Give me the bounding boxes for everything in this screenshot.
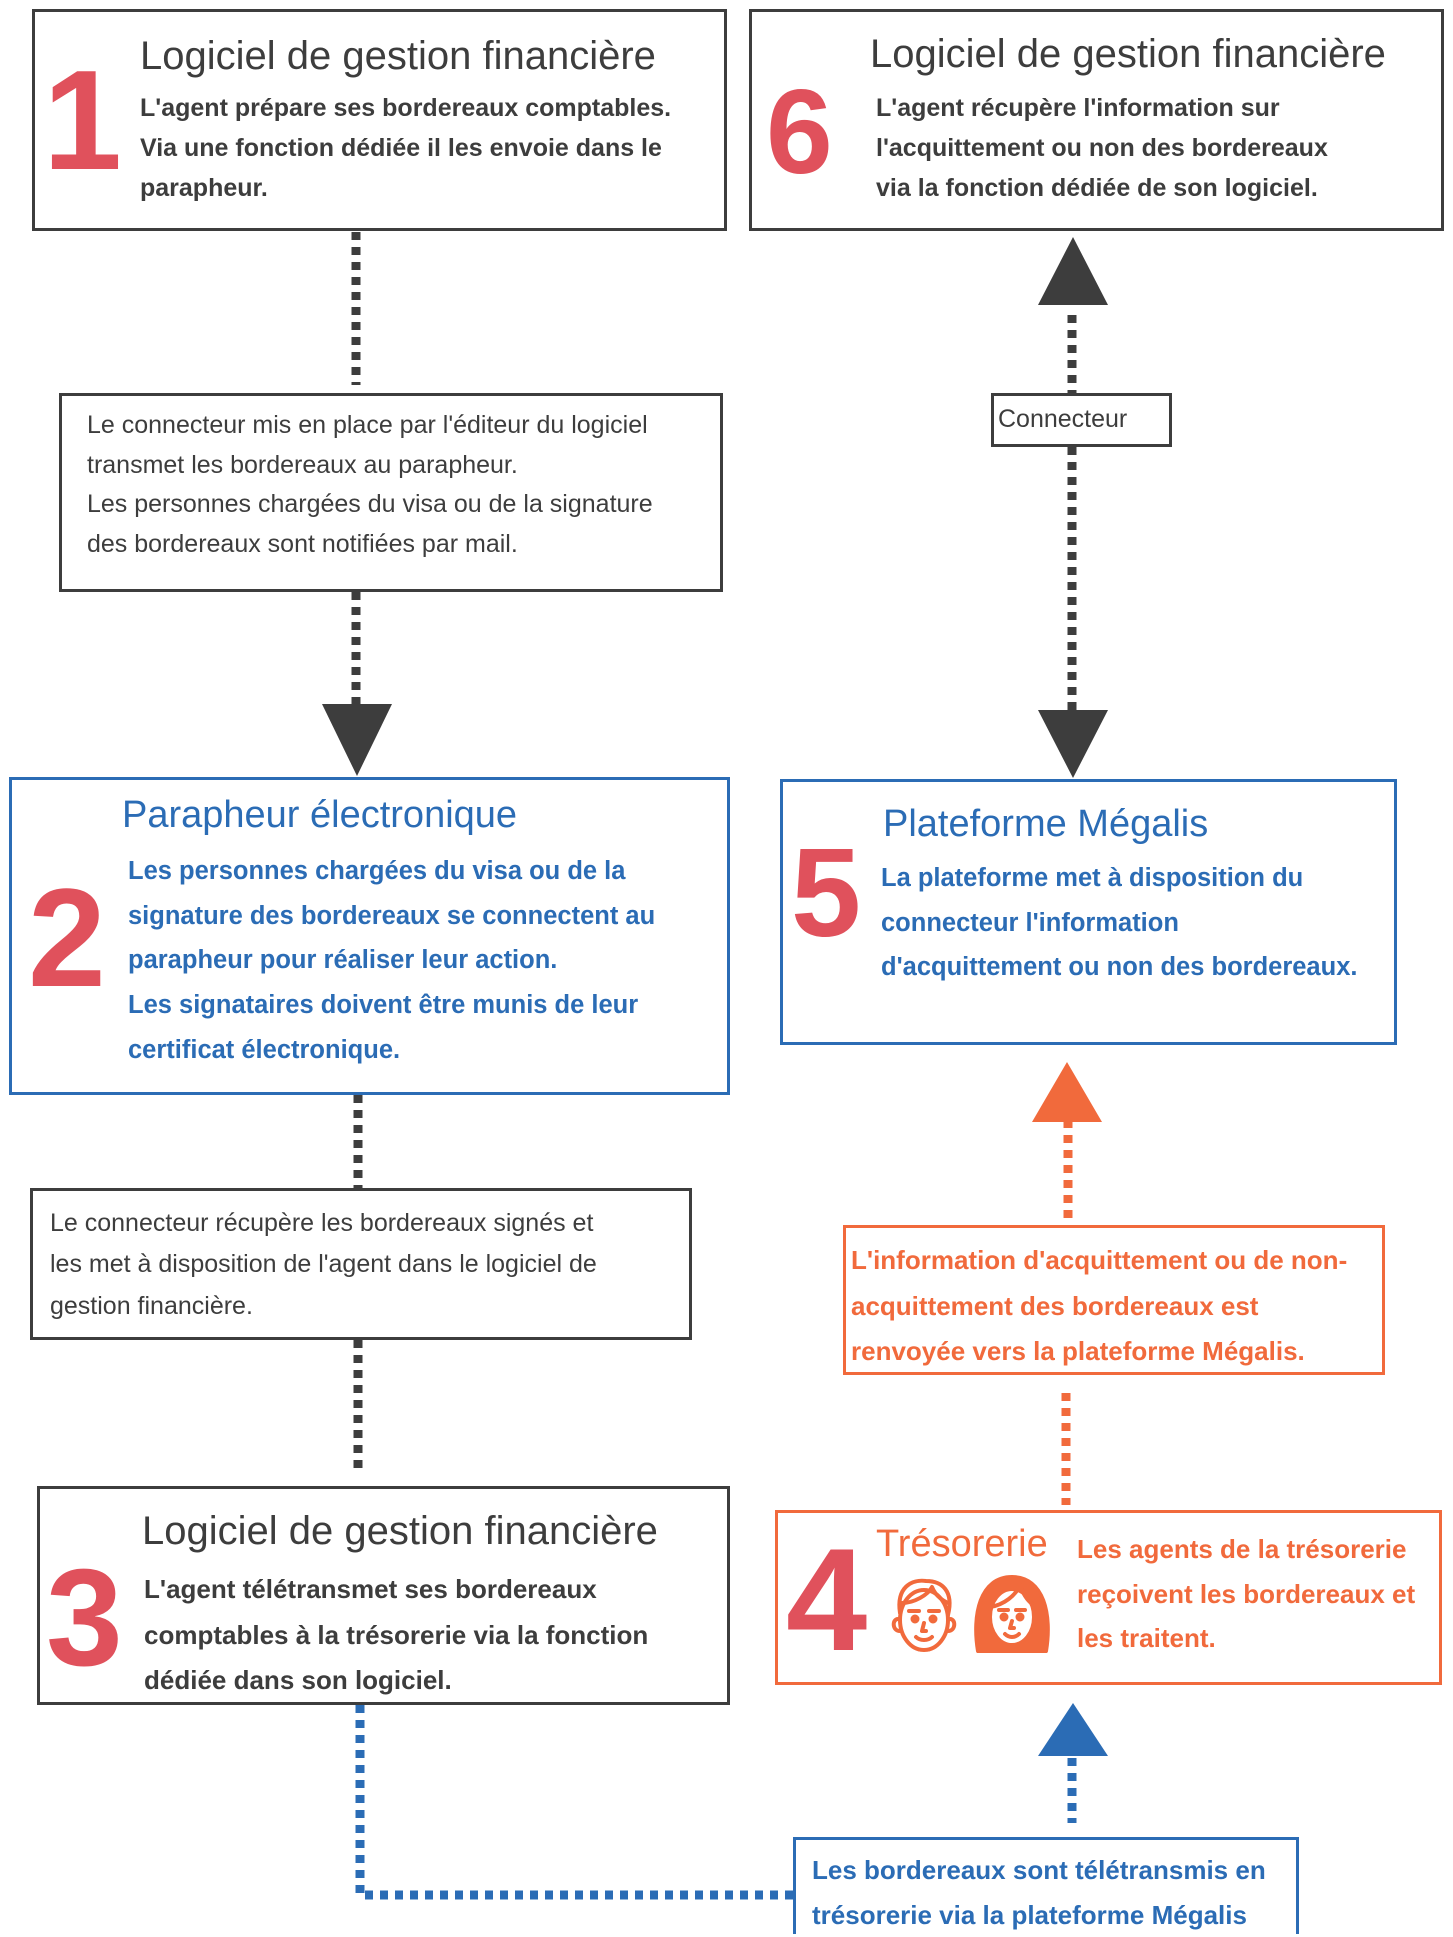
connector-1-2-line: des bordereaux sont notifiées par mail. bbox=[87, 529, 518, 558]
step-2-number: 2 bbox=[28, 859, 106, 1016]
arrow-down-to-step-2 bbox=[322, 704, 392, 776]
step-4-line: Les agents de la trésorerie bbox=[1077, 1534, 1407, 1564]
connector-1-2-line: Le connecteur mis en place par l'éditeur… bbox=[87, 411, 648, 439]
step-6-line: L'agent récupère l'information sur bbox=[876, 94, 1280, 122]
step-2-text: Les personnes chargées du visa ou de la … bbox=[128, 849, 655, 1072]
connector-line-3 bbox=[355, 1705, 793, 1900]
step-5-line: connecteur l'information bbox=[881, 908, 1179, 937]
connector-3-4-text: Les bordereaux sont télétransmis en trés… bbox=[812, 1848, 1266, 1937]
connector-4-5-line: acquittement des bordereaux est bbox=[851, 1290, 1259, 1321]
connector-4-5-text: L'information d'acquittement ou de non- … bbox=[851, 1238, 1347, 1375]
step-5-text: La plateforme met à disposition du conne… bbox=[881, 856, 1357, 990]
step-3-text: L'agent télétransmet ses bordereaux comp… bbox=[144, 1567, 648, 1704]
step-6-title: Logiciel de gestion financière bbox=[870, 32, 1386, 76]
step-1-title: Logiciel de gestion financière bbox=[140, 34, 656, 78]
connector-4-5-line: renvoyée vers la plateforme Mégalis. bbox=[851, 1336, 1305, 1366]
step-1-text: L'agent prépare ses bordereaux comptable… bbox=[140, 88, 671, 208]
step-5-title: Plateforme Mégalis bbox=[883, 803, 1209, 845]
connector-box-4-5: L'information d'acquittement ou de non- … bbox=[843, 1225, 1385, 1375]
step-4-number: 4 bbox=[786, 1518, 868, 1681]
connector-2-3-text: Le connecteur récupère les bordereaux si… bbox=[50, 1203, 597, 1327]
female-agent-face-icon bbox=[974, 1575, 1050, 1653]
step-3-line: comptables à la trésorerie via la foncti… bbox=[144, 1619, 649, 1650]
step-4-text: Les agents de la trésorerie reçoivent le… bbox=[1077, 1527, 1415, 1661]
step-4-line: les traitent. bbox=[1077, 1623, 1216, 1654]
connector-3-4-line: Les bordereaux sont télétransmis en bbox=[812, 1855, 1266, 1885]
step-6-number: 6 bbox=[766, 65, 833, 199]
connector-1-2-text: Le connecteur mis en place par l'éditeur… bbox=[87, 406, 653, 564]
arrow-up-to-step-6 bbox=[1038, 237, 1108, 305]
connector-1-2-line: Les personnes chargées du visa ou de la … bbox=[87, 490, 653, 518]
connector-4-5-line: L'information d'acquittement ou de non- bbox=[851, 1245, 1348, 1275]
step-1-line: Via une fonction dédiée il les envoie da… bbox=[140, 134, 662, 162]
step-6-line: via la fonction dédiée de son logiciel. bbox=[876, 174, 1318, 202]
step-2-line: parapheur pour réaliser leur action. bbox=[128, 946, 558, 975]
step-3-number: 3 bbox=[46, 1541, 123, 1695]
connector-box-2-3: Le connecteur récupère les bordereaux si… bbox=[30, 1188, 692, 1340]
step-1-number: 1 bbox=[43, 41, 122, 200]
step-1-line: parapheur. bbox=[140, 174, 268, 202]
step-3-box: 3 Logiciel de gestion financière L'agent… bbox=[37, 1486, 730, 1705]
connector-5-6-text: Connecteur bbox=[998, 405, 1128, 433]
step-2-line: Les signataires doivent être munis de le… bbox=[128, 990, 639, 1019]
step-2-line: Les personnes chargées du visa ou de la bbox=[128, 857, 626, 885]
step-5-number: 5 bbox=[791, 822, 862, 963]
step-3-title: Logiciel de gestion financière bbox=[142, 1509, 658, 1553]
connector-2-3-line: les met à disposition de l'agent dans le… bbox=[50, 1250, 597, 1279]
arrow-up-to-step-4 bbox=[1038, 1703, 1108, 1756]
connector-label-5-6: Connecteur bbox=[991, 393, 1172, 447]
male-agent-face-icon bbox=[891, 1578, 957, 1652]
step-6-box: 6 Logiciel de gestion financière L'agent… bbox=[749, 9, 1444, 231]
step-5-box: 5 Plateforme Mégalis La plateforme met à… bbox=[780, 779, 1397, 1045]
connector-2-3-line: Le connecteur récupère les bordereaux si… bbox=[50, 1209, 594, 1237]
arrow-down-to-step-5 bbox=[1038, 710, 1108, 778]
step-4-title: Trésorerie bbox=[876, 1523, 1048, 1565]
step-4-line: reçoivent les bordereaux et bbox=[1077, 1578, 1416, 1609]
connector-box-3-4: Les bordereaux sont télétransmis en trés… bbox=[793, 1837, 1299, 1934]
step-6-line: l'acquittement ou non des bordereaux bbox=[876, 134, 1328, 162]
step-2-title: Parapheur électronique bbox=[122, 794, 518, 836]
step-3-line: dédiée dans son logiciel. bbox=[144, 1665, 452, 1695]
connector-3-4-line: trésorerie via la plateforme Mégalis bbox=[812, 1899, 1247, 1930]
connector-2-3-line: gestion financière. bbox=[50, 1291, 253, 1320]
step-4-box: 4 Trésorerie Les agents de la tré bbox=[775, 1510, 1442, 1685]
connector-1-2-line: transmet les bordereaux au parapheur. bbox=[87, 450, 518, 479]
step-2-line: signature des bordereaux se connectent a… bbox=[128, 901, 656, 930]
step-2-box: 2 Parapheur électronique Les personnes c… bbox=[9, 777, 730, 1095]
step-6-text: L'agent récupère l'information sur l'acq… bbox=[876, 88, 1328, 208]
step-1-box: 1 Logiciel de gestion financière L'agent… bbox=[32, 9, 727, 231]
step-2-line: certificat électronique. bbox=[128, 1035, 401, 1064]
arrow-up-to-step-5 bbox=[1032, 1062, 1102, 1122]
connector-box-1-2: Le connecteur mis en place par l'éditeur… bbox=[59, 393, 723, 592]
step-1-line: L'agent prépare ses bordereaux comptable… bbox=[140, 94, 672, 122]
step-5-line: d'acquittement ou non des bordereaux. bbox=[881, 953, 1358, 982]
step-3-line: L'agent télétransmet ses bordereaux bbox=[144, 1574, 597, 1604]
step-5-line: La plateforme met à disposition du bbox=[881, 864, 1304, 892]
